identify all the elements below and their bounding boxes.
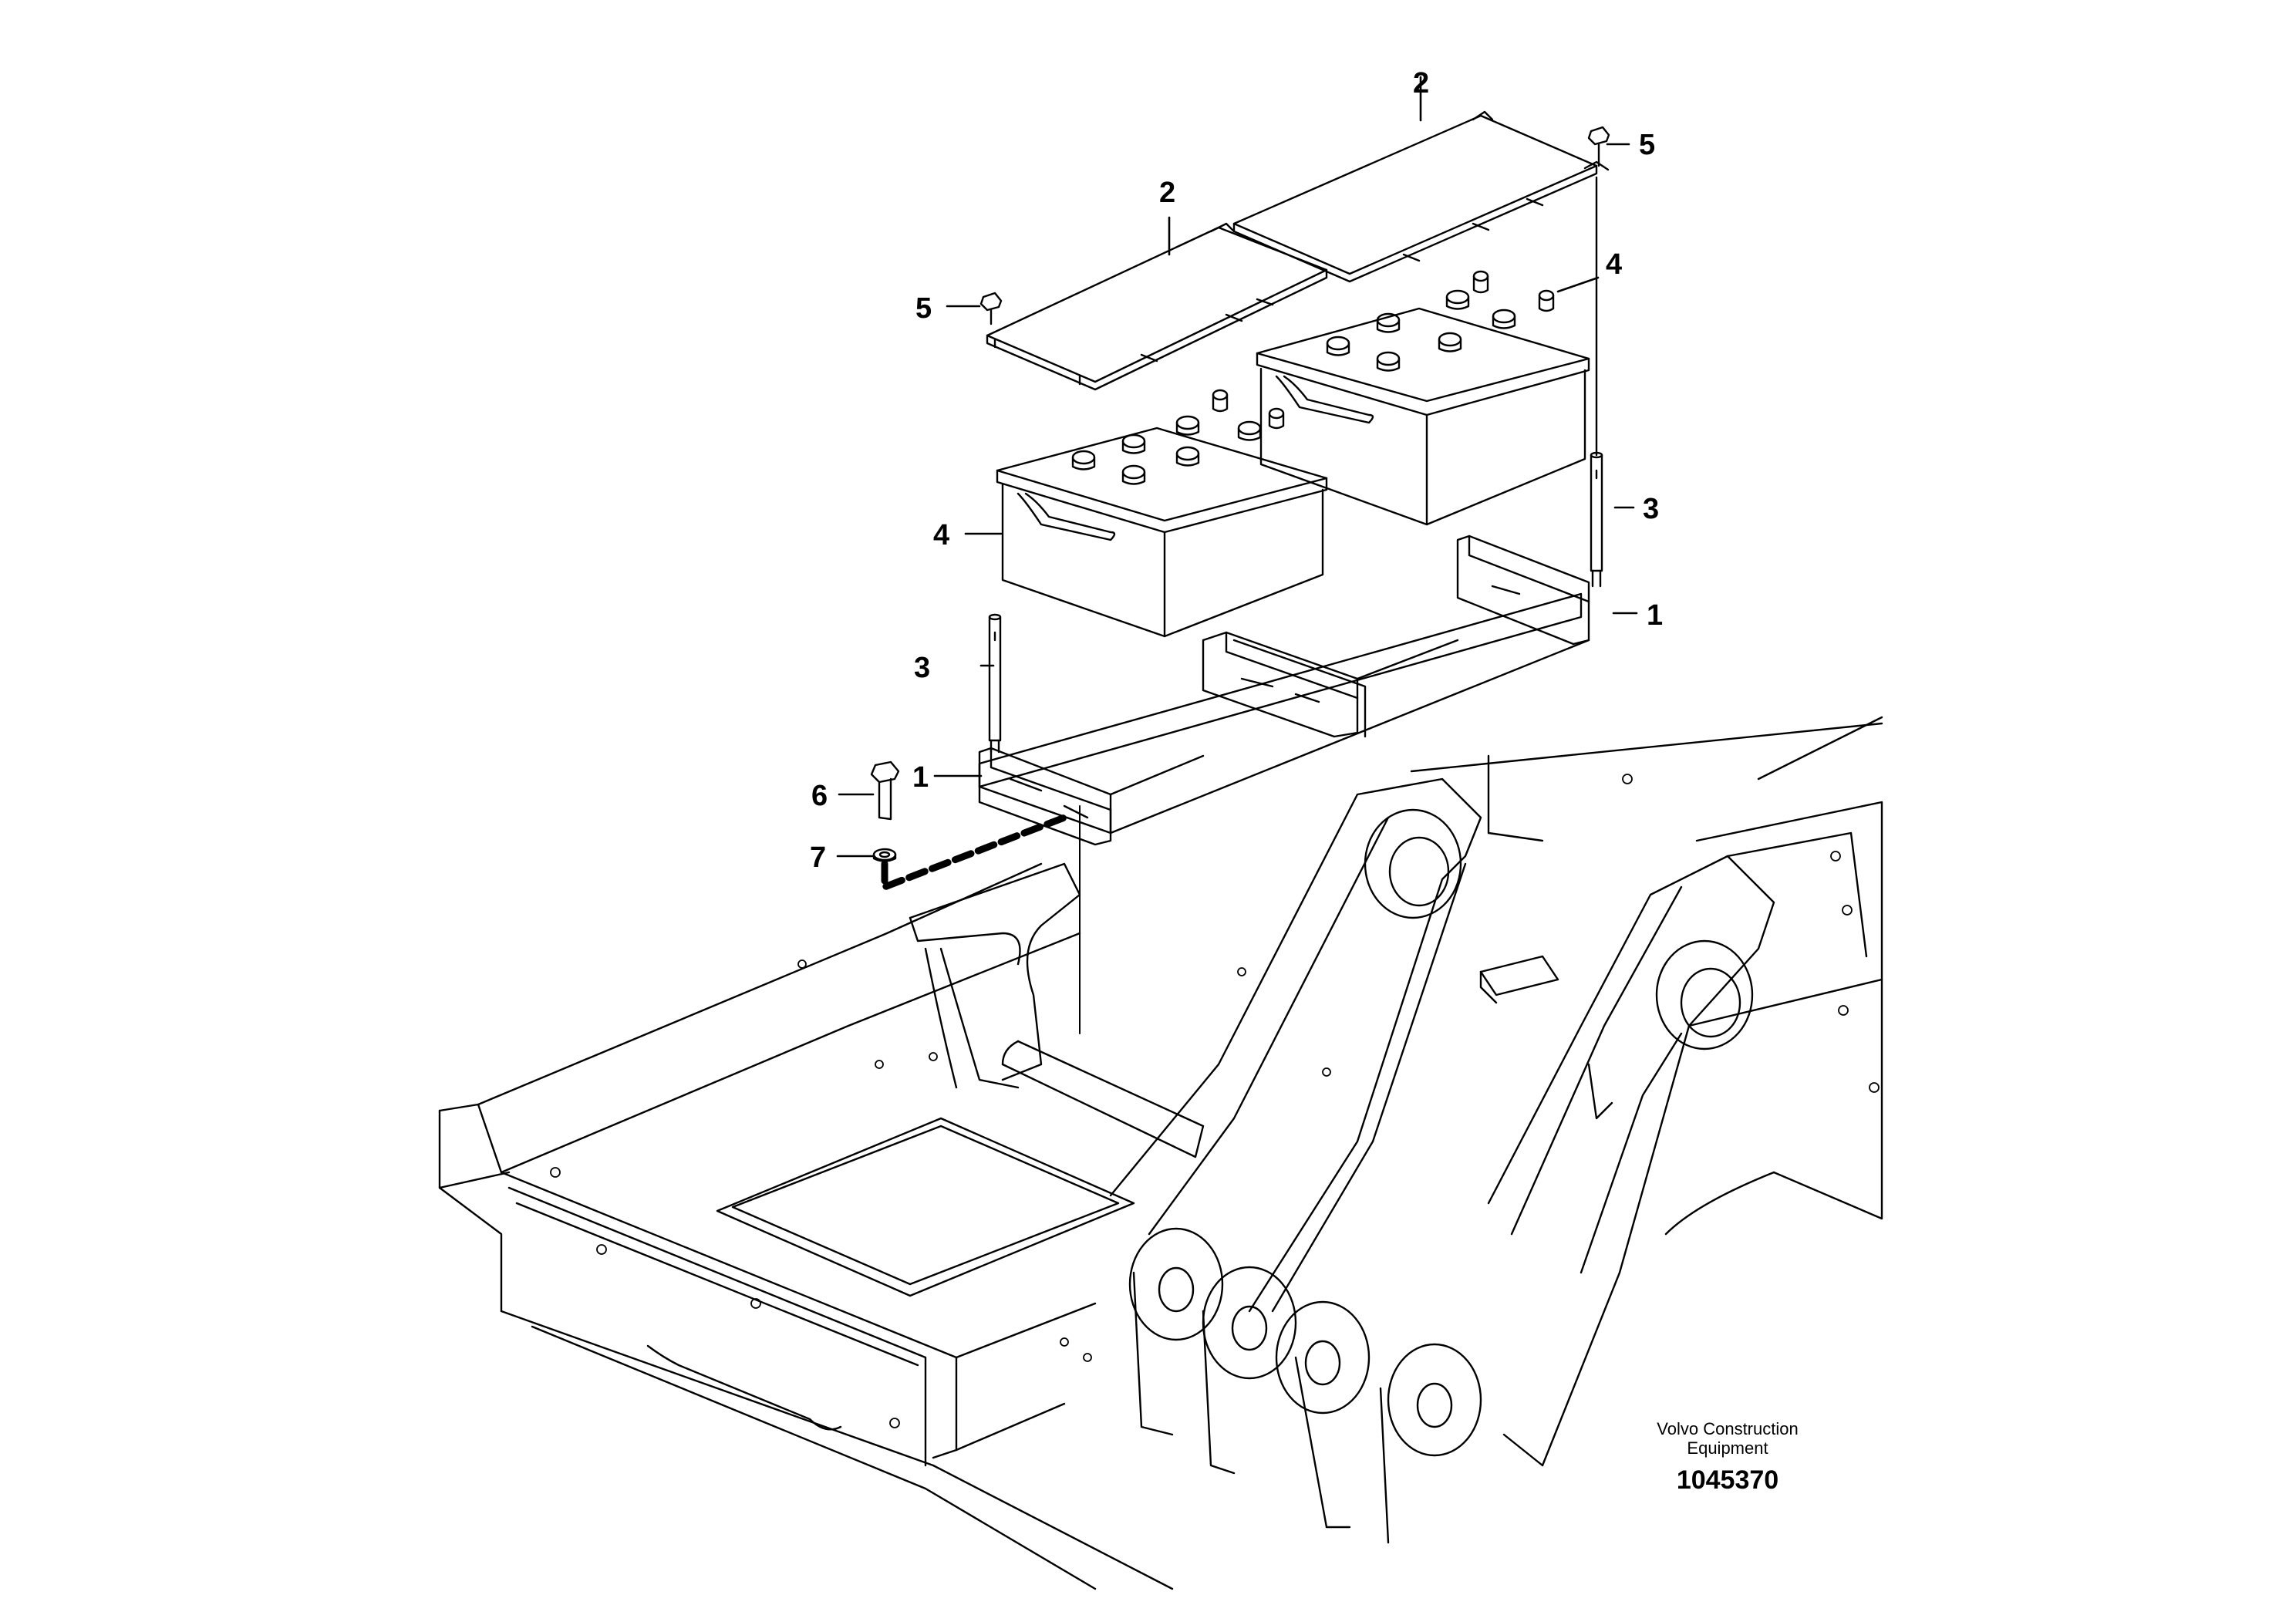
callouts: 2 2 5 5 4 4 3 3 1 1 6 7	[810, 67, 1663, 874]
nut-right	[1587, 126, 1610, 167]
callout-3-right: 3	[1643, 493, 1659, 525]
hold-down-rod-left	[988, 613, 1002, 754]
washer	[872, 848, 897, 862]
publisher-name-line2: Equipment	[1687, 1438, 1768, 1458]
callout-7: 7	[810, 841, 826, 874]
battery-left	[996, 389, 1328, 638]
battery-caps-right	[1326, 270, 1555, 372]
assembly-line	[881, 814, 1068, 891]
battery-tray	[978, 534, 1590, 846]
callout-1-right: 1	[1647, 599, 1663, 632]
hold-down-rod-right	[1590, 176, 1603, 588]
battery-caps-left	[1071, 389, 1285, 485]
callout-4-left: 4	[933, 519, 949, 551]
publisher-name: Volvo Construction	[1657, 1419, 1799, 1438]
nut-left	[979, 292, 1003, 325]
battery-cover-right	[1232, 110, 1610, 283]
frame-structure	[438, 716, 1883, 1590]
bolt	[870, 760, 900, 821]
callout-6: 6	[811, 780, 828, 812]
callout-2-right: 2	[1413, 67, 1429, 99]
callout-5-left: 5	[915, 292, 932, 325]
drawing-number: 1045370	[1676, 1465, 1779, 1495]
callout-5-right: 5	[1639, 129, 1655, 161]
callout-3-left: 3	[914, 652, 930, 684]
battery-cover-left	[986, 222, 1328, 391]
callout-4-right: 4	[1606, 248, 1622, 281]
battery-right	[1256, 270, 1590, 526]
leader-lines	[836, 76, 1638, 858]
publisher-credit: Volvo Construction Equipment 1045370	[1596, 1419, 1859, 1496]
callout-1-left: 1	[912, 761, 929, 794]
callout-2-left: 2	[1159, 177, 1175, 209]
